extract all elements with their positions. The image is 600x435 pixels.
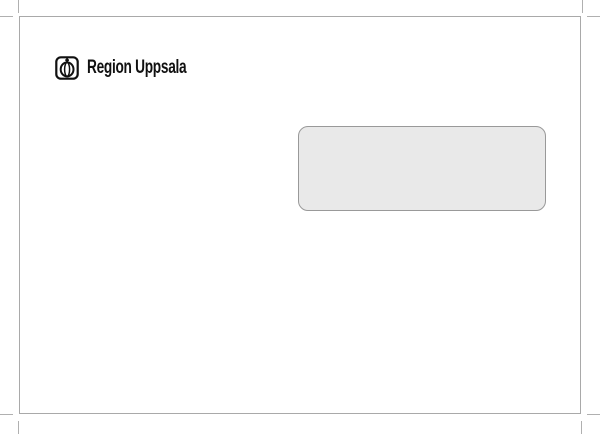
crop-mark-bottom-right-horizontal xyxy=(587,414,600,415)
crop-mark-top-right-horizontal xyxy=(587,16,600,17)
crop-mark-top-left-vertical xyxy=(18,0,19,13)
sender-logo-wordmark: Region Uppsala xyxy=(87,57,187,78)
sender-logo: Region Uppsala xyxy=(55,56,225,80)
crop-mark-bottom-left-horizontal xyxy=(0,414,13,415)
crop-mark-bottom-right-vertical xyxy=(581,421,582,434)
crop-mark-top-left-horizontal xyxy=(0,16,13,17)
address-window xyxy=(298,126,546,211)
envelope-front xyxy=(19,16,581,414)
region-uppsala-orb-icon xyxy=(55,56,79,80)
crop-mark-top-right-vertical xyxy=(582,0,583,13)
crop-mark-bottom-left-vertical xyxy=(18,421,19,434)
